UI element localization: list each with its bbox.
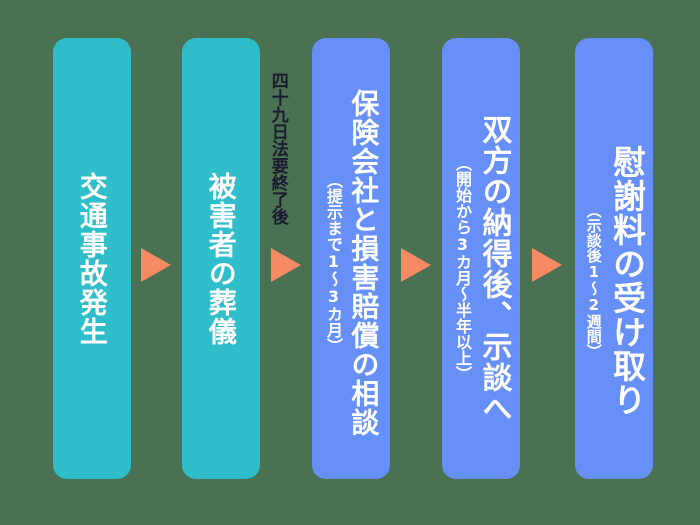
flow-step-accident: 交通事故発生	[53, 38, 131, 479]
annotation-forty-ninth-day: 四十九日法要終了後	[267, 72, 288, 225]
right-arrow-icon	[141, 248, 171, 282]
right-arrow-icon	[271, 248, 301, 282]
flow-step-insurance-consultation: 保険会社と損害賠償の相談 （提示まで1〜3カ月）	[312, 38, 390, 479]
step-label: 慰謝料の受け取り	[607, 144, 647, 417]
flow-step-receive-compensation: 慰謝料の受け取り （示談後1〜2週間）	[575, 38, 653, 479]
step-note: （開始から3カ月〜半年以上）	[452, 155, 472, 382]
step-label: 保険会社と損害賠償の相談	[347, 88, 381, 437]
flow-step-funeral: 被害者の葬儀	[182, 38, 260, 479]
right-arrow-icon	[532, 248, 562, 282]
right-arrow-icon	[401, 248, 431, 282]
step-note: （提示まで1〜3カ月）	[324, 171, 343, 354]
step-note: （示談後1〜2週間）	[584, 202, 603, 359]
flow-step-settlement: 双方の納得後、示談へ （開始から3カ月〜半年以上）	[442, 38, 520, 479]
step-label: 双方の納得後、示談へ	[476, 113, 512, 424]
step-label: 交通事故発生	[75, 171, 109, 346]
step-label: 被害者の葬儀	[204, 171, 238, 346]
